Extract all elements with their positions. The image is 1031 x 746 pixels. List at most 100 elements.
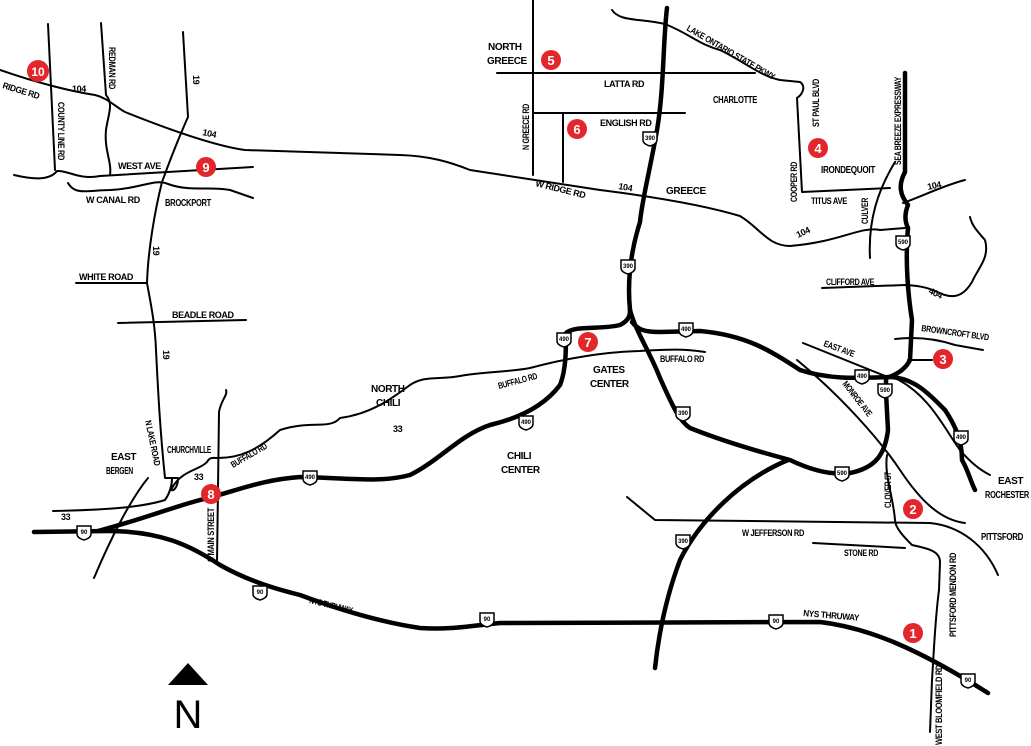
gates-center-label: GATES: [593, 365, 625, 376]
svg-text:90: 90: [773, 619, 780, 625]
i90-shield: 90: [479, 612, 495, 628]
svg-text:390: 390: [623, 264, 634, 270]
west-bloomfield-rd-label: WEST BLOOMFIELD RD: [934, 664, 944, 745]
nys-thruway-label: NYS THRUWAY: [803, 608, 860, 623]
pittsford-label: PITTSFORD: [981, 532, 1023, 543]
svg-text:90: 90: [81, 530, 88, 536]
n-greece-rd-label: N GREECE RD: [521, 103, 531, 150]
local-roads: [0, 0, 999, 733]
svg-text:490: 490: [521, 420, 532, 426]
svg-text:390: 390: [678, 539, 689, 545]
english-rd-label: ENGLISH RD: [600, 118, 652, 128]
i490-shield: 490: [518, 415, 534, 431]
titus-ave-label: TITUS AVE: [811, 196, 847, 206]
i390-gates: [627, 307, 891, 476]
i590-shield: 590: [895, 235, 911, 251]
svg-text:9: 9: [202, 160, 209, 175]
i490-east: [629, 319, 978, 493]
svg-text:90: 90: [484, 617, 491, 623]
east-rochester-rd: [894, 377, 991, 476]
location-marker-8[interactable]: 8: [201, 484, 221, 504]
svg-text:90: 90: [257, 590, 264, 596]
svg-text:590: 590: [898, 240, 909, 246]
monroe-ave-label: MONROE AVE: [840, 379, 874, 418]
redman-rd-label: REDMAN RD: [107, 47, 117, 90]
pittsford-mendon-rd-label: PITTSFORD MENDON RD: [948, 552, 958, 637]
i90-shield: 90: [252, 585, 268, 601]
svg-text:490: 490: [305, 475, 316, 481]
i90-shield: 90: [768, 614, 784, 630]
location-marker-6[interactable]: 6: [567, 119, 587, 139]
i490-shield: 490: [678, 322, 694, 338]
gates-center-label: CENTER: [590, 379, 630, 390]
w-ridge-rd-label: W RIDGE RD: [535, 178, 588, 200]
white-road-label: WHITE ROAD: [79, 272, 134, 282]
svg-text:490: 490: [857, 374, 868, 380]
i390-shield: 390: [620, 259, 636, 275]
st-paul-blvd-label: ST PAUL BLVD: [811, 78, 821, 127]
svg-text:1: 1: [909, 626, 916, 641]
place-labels: NORTH GREECE CHARLOTTE GREECE IRONDEQUOI…: [106, 42, 1030, 543]
clover-st: [885, 454, 941, 591]
monroe-ave: [796, 359, 966, 524]
svg-text:590: 590: [880, 388, 891, 394]
w-canal-rd: [67, 181, 254, 199]
beadle-road: [117, 319, 247, 324]
route-19-label: 19: [161, 350, 171, 360]
location-marker-9[interactable]: 9: [196, 157, 216, 177]
latta-rd-label: LATTA RD: [604, 79, 645, 89]
culver-label: CULVER: [860, 197, 870, 224]
location-marker-3[interactable]: 3: [933, 349, 953, 369]
svg-text:7: 7: [584, 335, 591, 350]
svg-text:3: 3: [939, 352, 946, 367]
buffalo-rd-label: BUFFALO RD: [497, 371, 539, 391]
route-19-label: 19: [191, 75, 201, 85]
brockport-label: BROCKPORT: [165, 198, 211, 209]
ridge-rd-104: [0, 69, 906, 247]
svg-text:590: 590: [837, 471, 848, 477]
churchville-label: CHURCHVILLE: [167, 445, 211, 456]
svg-text:390: 390: [678, 411, 689, 417]
i390-shield: 390: [642, 131, 658, 147]
route-104-label: 104: [618, 181, 634, 193]
location-marker-5[interactable]: 5: [541, 50, 561, 70]
svg-text:390: 390: [645, 136, 656, 142]
nys-thruway-label: NYS THRUWAY: [309, 595, 354, 615]
w-jefferson-rd: [626, 496, 999, 576]
browncroft-blvd: [894, 336, 984, 351]
svg-text:490: 490: [559, 337, 570, 343]
east-rochester-label: ROCHESTER: [985, 490, 1030, 501]
county-line-rd-label: COUNTY LINE RD: [56, 102, 66, 161]
chili-center-label: CENTER: [501, 465, 541, 476]
location-marker-7[interactable]: 7: [578, 332, 598, 352]
east-bergen-label: BERGEN: [106, 466, 133, 477]
ridge-rd-label: RIDGE RD: [1, 80, 41, 101]
route-404-label: 404: [927, 286, 944, 301]
svg-text:490: 490: [681, 327, 692, 333]
buffalo-rd-label: BUFFALO RD: [660, 354, 705, 364]
redman-rd: [100, 22, 112, 176]
location-marker-10[interactable]: 10: [27, 60, 49, 82]
buffalo-rd-33: [52, 348, 706, 512]
county-line-rd: [47, 23, 56, 171]
route-19-label: 19: [151, 246, 161, 256]
west-ave-label: WEST AVE: [118, 161, 161, 171]
location-marker-4[interactable]: 4: [808, 138, 828, 158]
i590: [883, 70, 915, 396]
location-marker-1[interactable]: 1: [903, 623, 923, 643]
east-ave-label: EAST AVE: [822, 338, 856, 358]
clifford-ave-label: CLIFFORD AVE: [826, 277, 874, 287]
location-marker-2[interactable]: 2: [903, 499, 923, 519]
i390-shield: 390: [675, 534, 691, 550]
north-arrow-icon: [168, 663, 208, 685]
north-greece-label: NORTH: [488, 42, 522, 53]
i490-west: [95, 307, 633, 534]
route-33-label: 33: [393, 424, 403, 434]
i390-south: [652, 457, 791, 671]
expressways: [31, 5, 991, 696]
east-rochester-label: EAST: [998, 476, 1023, 487]
west-ave: [13, 166, 254, 180]
svg-text:8: 8: [207, 487, 214, 502]
svg-text:4: 4: [814, 141, 822, 156]
